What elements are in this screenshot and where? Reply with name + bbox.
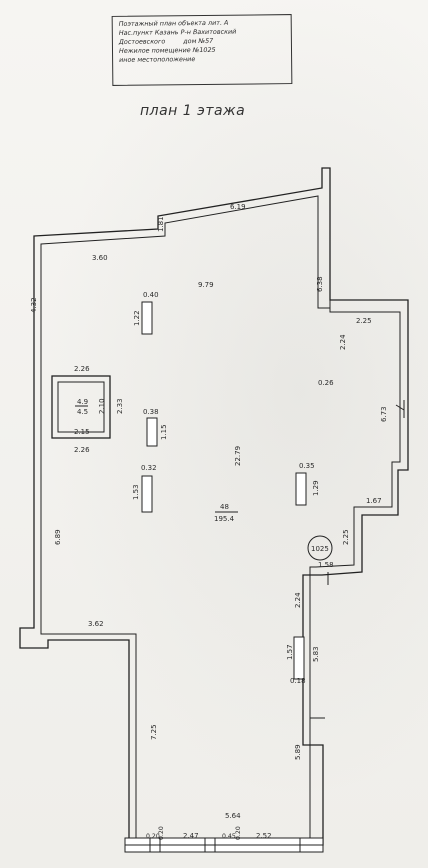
room-number: 1025 bbox=[311, 545, 329, 553]
dim-2279: 22.79 bbox=[234, 446, 242, 466]
column-3 bbox=[141, 475, 153, 513]
dim-247: 2.47 bbox=[183, 832, 199, 840]
dim-226a: 2.26 bbox=[74, 365, 90, 373]
small-room bbox=[51, 375, 111, 439]
dim-673: 6.73 bbox=[380, 406, 388, 422]
dim-157: 1.57 bbox=[286, 644, 294, 660]
outer-wall-outer-line bbox=[19, 167, 409, 846]
dim-725: 7.25 bbox=[150, 724, 158, 740]
dim-979: 9.79 bbox=[198, 281, 214, 289]
dim-360: 3.60 bbox=[92, 254, 108, 262]
dim-49: 4.9 bbox=[77, 398, 88, 406]
area-48: 48 bbox=[220, 503, 229, 511]
dim-153: 1.53 bbox=[132, 484, 140, 500]
dim-210: 2.10 bbox=[98, 398, 106, 414]
room-number-circle bbox=[307, 535, 333, 561]
outer-wall-inner-line bbox=[40, 195, 401, 839]
small-room-inner bbox=[57, 381, 105, 433]
dim-038: 0.38 bbox=[143, 408, 159, 416]
dim-432: 4.32 bbox=[30, 297, 38, 313]
dim-233: 2.33 bbox=[116, 398, 124, 414]
dim-564: 5.64 bbox=[225, 812, 241, 820]
dim-122: 1.22 bbox=[133, 310, 141, 326]
dim-215: 2.15 bbox=[74, 428, 90, 436]
dim-225b: 2.25 bbox=[342, 529, 350, 545]
dim-45: 4.5 bbox=[77, 408, 88, 416]
dim-018: 0.18 bbox=[290, 677, 306, 685]
dim-167: 1.67 bbox=[366, 497, 382, 505]
dim-020a: 0.20 bbox=[146, 833, 160, 840]
column-2 bbox=[146, 417, 158, 447]
dim-689: 6.89 bbox=[54, 529, 62, 545]
area-1954: 195.4 bbox=[214, 515, 235, 523]
dim-226b: 2.26 bbox=[74, 446, 90, 454]
dim-638: 6.38 bbox=[316, 276, 324, 292]
door-mark-east bbox=[395, 404, 405, 411]
dim-040: 0.40 bbox=[143, 291, 159, 299]
dim-035: 0.35 bbox=[299, 462, 315, 470]
dim-115: 1.15 bbox=[160, 424, 168, 440]
dim-032: 0.32 bbox=[141, 464, 157, 472]
plan-title: план 1 этажа bbox=[140, 103, 246, 119]
dim-129: 1.29 bbox=[312, 480, 320, 496]
column-4 bbox=[295, 472, 307, 506]
column-1 bbox=[141, 301, 153, 335]
dim-589: 5.89 bbox=[294, 744, 302, 760]
dim-362: 3.62 bbox=[88, 620, 104, 628]
dim-181: 1.81 bbox=[157, 216, 165, 232]
dim-225a: 2.25 bbox=[356, 317, 372, 325]
dim-020c: 0.20 bbox=[235, 826, 242, 840]
dim-top: 6.19 bbox=[230, 203, 246, 211]
dim-224b: 2.24 bbox=[294, 592, 302, 608]
column-5 bbox=[293, 636, 305, 680]
dim-252: 2.52 bbox=[256, 832, 272, 840]
dim-020b: 0.20 bbox=[158, 826, 165, 840]
dim-224a: 2.24 bbox=[339, 334, 347, 350]
dim-583: 5.83 bbox=[312, 646, 320, 662]
dim-045: 0.45 bbox=[222, 833, 236, 840]
dim-026: 0.26 bbox=[318, 379, 334, 387]
dim-158: 1.58 bbox=[318, 561, 334, 569]
